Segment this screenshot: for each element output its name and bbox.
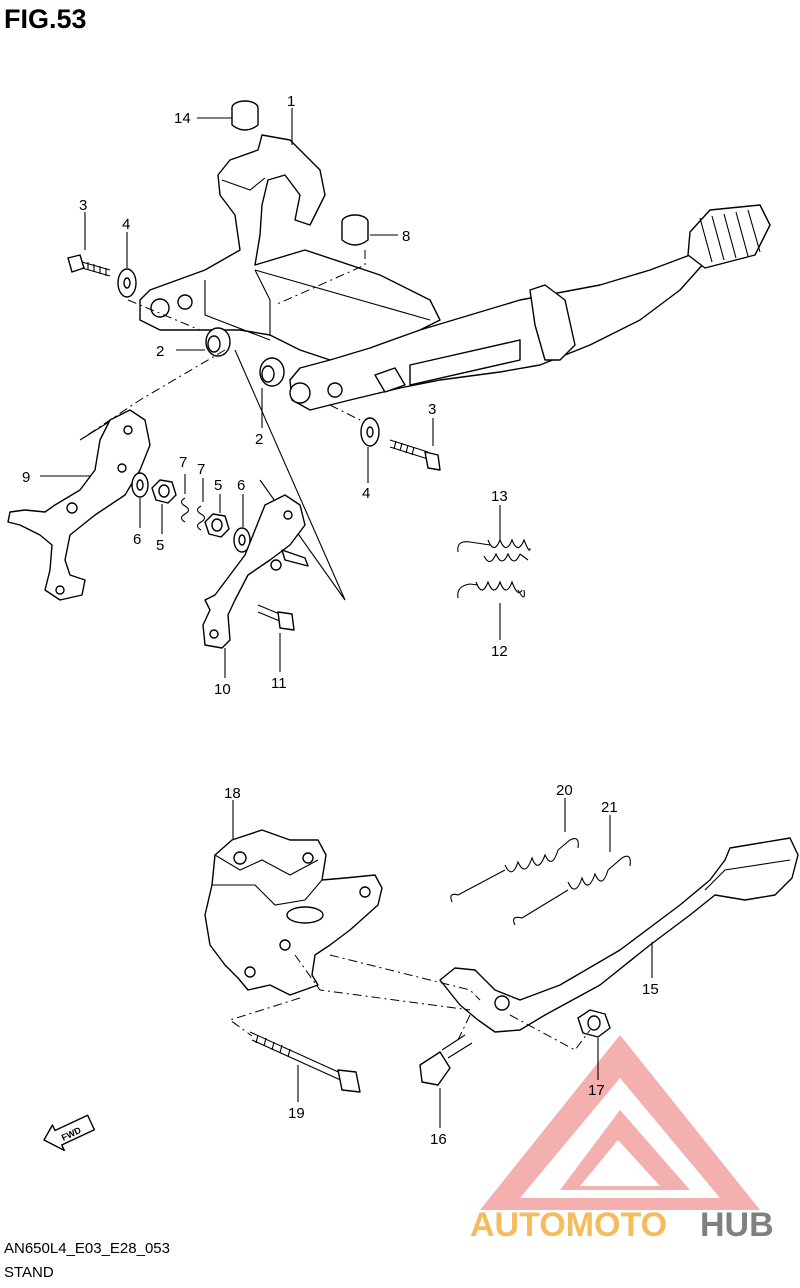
bolt-3-right — [389, 439, 441, 471]
bracket-part-10 — [202, 494, 309, 649]
bracket-part-1 — [139, 134, 441, 361]
callout-11: 11 — [271, 675, 287, 692]
nut-5-right — [204, 513, 230, 538]
callout-20: 20 — [556, 782, 573, 799]
callout-5-lower: 5 — [156, 537, 164, 554]
forward-direction-badge: FWD — [43, 1114, 96, 1152]
pin-7-right — [196, 505, 206, 531]
watermark-text-hub: HUB — [700, 1206, 774, 1244]
callout-3-right: 3 — [428, 401, 436, 418]
callout-15: 15 — [642, 981, 659, 998]
centerline — [127, 299, 201, 331]
callout-7-right: 7 — [197, 461, 205, 478]
rubber-bumper-14 — [231, 100, 259, 131]
bolt-11 — [257, 604, 295, 631]
callout-labels: 1 2 2 3 3 4 4 5 5 6 6 7 7 8 9 10 11 12 1… — [22, 93, 659, 1148]
callout-6-upper: 6 — [237, 477, 245, 494]
callout-19: 19 — [288, 1105, 305, 1122]
bushing-2-left — [205, 327, 231, 357]
callout-3-left: 3 — [79, 197, 87, 214]
callout-18: 18 — [224, 785, 241, 802]
bolt-16 — [419, 1034, 473, 1086]
side-stand-15 — [439, 837, 799, 1033]
bracket-part-9 — [7, 409, 151, 601]
spring-21 — [513, 855, 631, 926]
rubber-bumper-8 — [341, 214, 369, 246]
nut-17 — [577, 1009, 611, 1038]
callout-4-right: 4 — [362, 485, 370, 502]
callout-9: 9 — [22, 469, 30, 486]
spring-13 — [457, 538, 531, 563]
bolt-3-left — [67, 254, 111, 277]
nut-5-left — [151, 479, 177, 504]
callout-7-left: 7 — [179, 454, 187, 471]
callout-2-left: 2 — [156, 343, 164, 360]
callout-2-right: 2 — [255, 431, 263, 448]
bolt-19 — [249, 1031, 361, 1093]
callout-16: 16 — [430, 1131, 447, 1148]
callout-5-upper: 5 — [214, 477, 222, 494]
callout-1: 1 — [287, 93, 295, 110]
callout-21: 21 — [601, 799, 618, 816]
callout-10: 10 — [214, 681, 231, 698]
diagram-code: AN650L4_E03_E28_053 — [4, 1240, 170, 1257]
watermark-logo: AUTOMOTO HUB — [470, 1035, 774, 1244]
callout-4-left: 4 — [122, 216, 130, 233]
pedal-arm — [289, 204, 771, 411]
stand-bracket-18 — [204, 829, 383, 996]
callout-14: 14 — [174, 110, 191, 127]
callout-8: 8 — [402, 228, 410, 245]
spring-20 — [450, 838, 579, 903]
pin-7-left — [180, 497, 190, 523]
bushing-2-right — [259, 357, 285, 387]
callout-13: 13 — [491, 488, 508, 505]
callout-6-lower: 6 — [133, 531, 141, 548]
figure-title: FIG.53 — [4, 4, 87, 34]
leader-lines — [40, 108, 653, 1128]
diagram-name: STAND — [4, 1264, 54, 1281]
callout-12: 12 — [491, 643, 508, 660]
callout-17: 17 — [588, 1082, 605, 1099]
watermark-text-main: AUTOMOTO — [470, 1206, 667, 1244]
spring-12 — [457, 580, 525, 599]
